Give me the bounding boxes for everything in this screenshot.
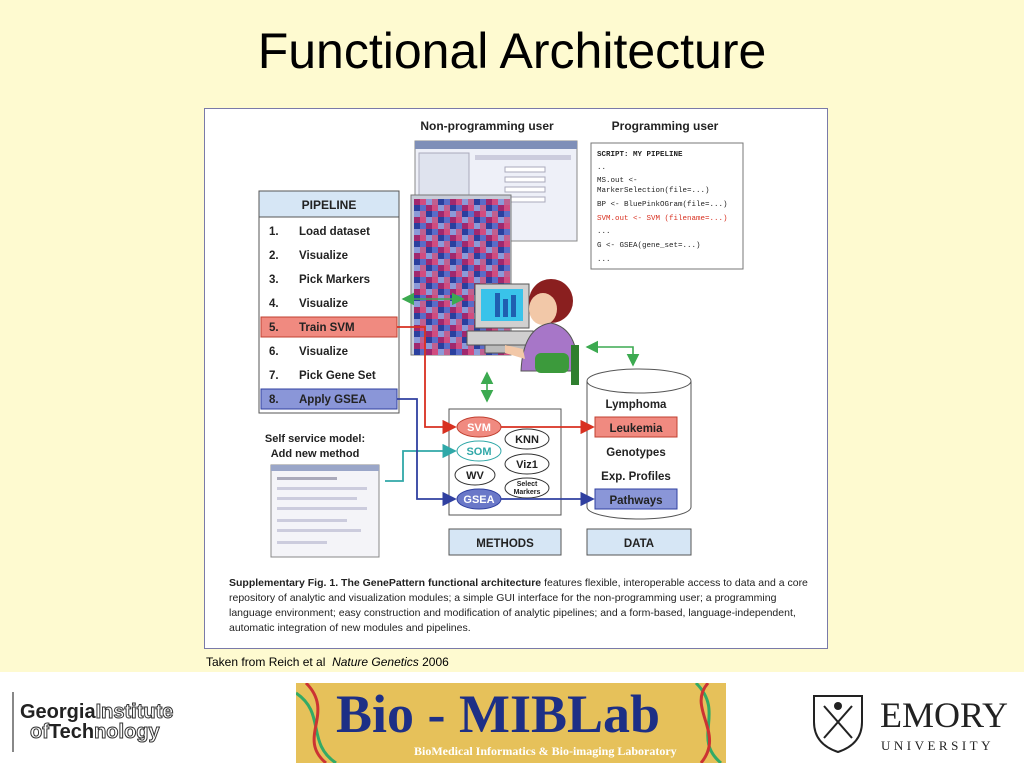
data-item: Genotypes: [606, 447, 665, 459]
bio-miblab-logo: Bio - MIBLab BioMedical Informatics & Bi…: [296, 683, 726, 763]
method-select-markers: Select: [517, 481, 538, 488]
heatmap-window: [410, 194, 512, 356]
architecture-diagram: Non-programming user Programming user SC…: [258, 119, 744, 558]
figure-caption: Supplementary Fig. 1. The GenePattern fu…: [229, 576, 809, 636]
caption-bold: Supplementary Fig. 1. The GenePattern fu…: [229, 577, 542, 589]
pipeline-step-number: 8.: [269, 394, 279, 406]
user-illustration: [466, 279, 579, 385]
pipeline-step-number: 3.: [269, 274, 279, 286]
method-som: SOM: [466, 446, 491, 458]
pipeline-step-label: Visualize: [299, 298, 348, 310]
script-line: SVM.out <- SVM (filename=...): [597, 215, 728, 223]
pipeline-step-label: Apply GSEA: [299, 394, 367, 406]
method-wv: WV: [466, 470, 484, 482]
method-viz1: Viz1: [516, 459, 538, 471]
caption-text: features flexible, interoperable access …: [229, 577, 808, 634]
script-line: ...: [597, 256, 611, 264]
programming-user-header: Programming user: [612, 119, 719, 133]
pipeline-title: PIPELINE: [302, 198, 357, 212]
slide-title: Functional Architecture: [257, 23, 767, 79]
emory-logo: EMORY UNIVERSITY: [808, 690, 1018, 760]
credit-journal: Nature Genetics: [332, 655, 419, 669]
flow-arrows: [385, 292, 640, 507]
script-line: MarkerSelection(file=...): [597, 187, 710, 195]
non-programming-user-header: Non-programming user: [420, 119, 554, 133]
method-svm: SVM: [467, 422, 491, 434]
credit-line: Taken from Reich et al Nature Genetics 2…: [206, 655, 449, 669]
pipeline-step-number: 7.: [269, 370, 279, 382]
emory-shield-icon: [813, 695, 863, 754]
self-service-title: Self service model:: [265, 433, 365, 445]
methods-label: METHODS: [476, 538, 534, 550]
credit-prefix: Taken from Reich et al: [206, 655, 326, 669]
data-item: Lymphoma: [606, 399, 668, 411]
emory-university: UNIVERSITY: [881, 738, 994, 753]
data-item: Pathways: [609, 495, 662, 507]
script-line: ..: [597, 164, 606, 172]
method-knn: KNN: [515, 434, 539, 446]
pipeline-box: PIPELINE 1. Load dataset 2. Visualize 3. Pick…: [258, 190, 400, 414]
script-line: BP <- BluePinkOGram(file=...): [597, 201, 728, 209]
method-gsea: GSEA: [463, 494, 494, 506]
credit-year: 2006: [422, 655, 449, 669]
pipeline-step-number: 5.: [269, 322, 279, 334]
architecture-figure: Non-programming user Programming user SC…: [204, 108, 828, 649]
pipeline-step-number: 2.: [269, 250, 279, 262]
pipeline-step-number: 6.: [269, 346, 279, 358]
pipeline-step-label: Visualize: [299, 250, 348, 262]
script-line: MS.out <-: [597, 177, 638, 185]
emory-name: EMORY: [880, 695, 1009, 735]
georgia-tech-logo: GeorgiaInstitute ofTechnology: [12, 692, 174, 752]
pipeline-step-number: 1.: [269, 226, 279, 238]
bio-miblab-subtitle: BioMedical Informatics & Bio-imaging Lab…: [414, 744, 677, 758]
form-screenshot: [270, 464, 380, 558]
methods-repository: SVM SOM WV GSEA KNN Viz1 Select Markers: [448, 408, 562, 516]
pipeline-step-label: Visualize: [299, 346, 348, 358]
script-line: G <- GSEA(gene_set=...): [597, 242, 701, 250]
data-item: Leukemia: [609, 423, 663, 435]
pipeline-step-number: 4.: [269, 298, 279, 310]
pipeline-step-label: Pick Gene Set: [299, 370, 376, 382]
data-item: Exp. Profiles: [601, 471, 671, 483]
self-service-subtitle: Add new method: [271, 448, 360, 460]
footer-logos: GeorgiaInstitute ofTechnology Bio - MIBL…: [0, 672, 1024, 768]
script-box: SCRIPT: MY PIPELINE .. MS.out <- MarkerS…: [590, 142, 744, 270]
pipeline-step-label: Load dataset: [299, 226, 370, 238]
script-line: SCRIPT: MY PIPELINE: [597, 151, 683, 159]
bio-miblab-title: Bio - MIBLab: [336, 684, 661, 744]
script-line: ...: [597, 228, 611, 236]
method-select-markers: Markers: [514, 489, 541, 496]
pipeline-step-label: Pick Markers: [299, 274, 370, 286]
pipeline-step-label: Train SVM: [299, 322, 355, 334]
data-label: DATA: [624, 538, 654, 550]
